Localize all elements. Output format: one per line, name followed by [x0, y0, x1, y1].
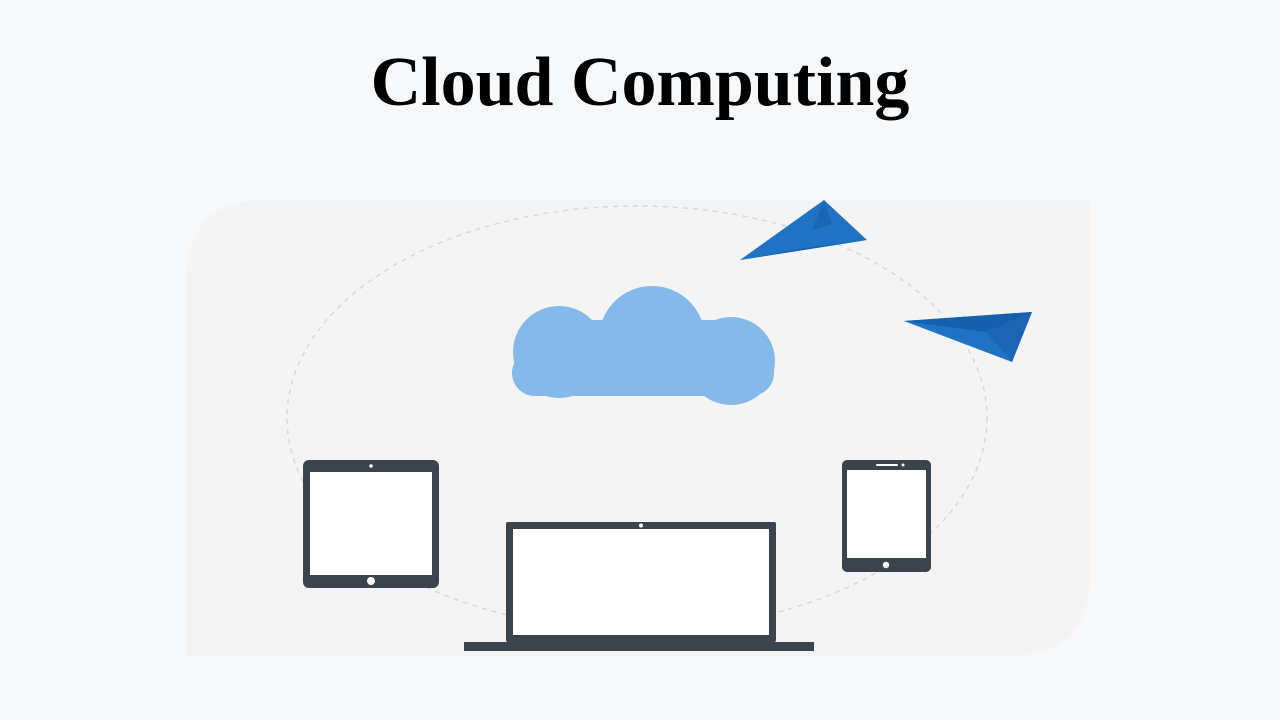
cloud-icon: [512, 286, 775, 405]
paper-plane-icon: [740, 200, 867, 260]
smartphone-icon: [842, 460, 931, 572]
orbit-ring: [286, 205, 988, 631]
paper-plane-icon: [904, 312, 1032, 362]
tablet-icon: [303, 460, 439, 588]
page-title: Cloud Computing: [370, 44, 910, 121]
laptop-icon: [464, 522, 814, 651]
cloud-computing-illustration: [186, 200, 1090, 656]
illustration-canvas: [186, 200, 1090, 656]
